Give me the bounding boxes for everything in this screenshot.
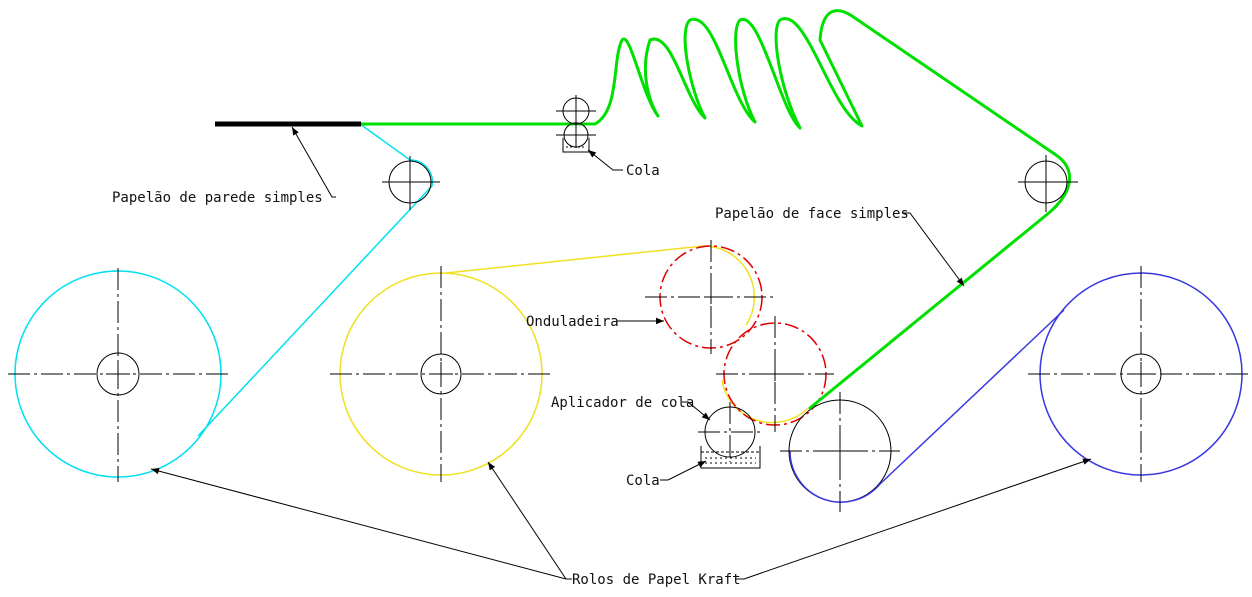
leader-glue-top bbox=[587, 149, 623, 171]
kraft-roll-cyan bbox=[8, 268, 228, 482]
leader-kraft-roll-cyan bbox=[150, 467, 572, 580]
kraft-roll-blue bbox=[1028, 266, 1252, 482]
label-single-wall-board: Papelão de parede simples bbox=[112, 190, 323, 206]
top-glue-rolls bbox=[556, 95, 596, 148]
glue-tray-top bbox=[562, 138, 590, 153]
blue-paper-web bbox=[879, 309, 1065, 485]
leader-glue-bottom bbox=[660, 460, 707, 481]
label-single-face-board: Papelão de face simples bbox=[715, 206, 909, 222]
idler-roll-right bbox=[1018, 155, 1078, 212]
leader-kraft-roll-yellow bbox=[487, 461, 567, 580]
kraft-roll-yellow bbox=[330, 266, 552, 482]
label-glue-bottom: Cola bbox=[626, 473, 660, 489]
leader-kraft-roll-blue bbox=[735, 458, 1092, 580]
corrugator-roll-lower bbox=[716, 316, 834, 432]
idler-roll-left bbox=[382, 156, 440, 210]
glue-applicator-roll bbox=[698, 402, 762, 462]
glue-tray-bottom bbox=[700, 446, 761, 469]
cyan-paper-web bbox=[197, 123, 434, 437]
label-corrugator: Onduladeira bbox=[526, 314, 619, 330]
leader-single-wall-board bbox=[291, 126, 336, 198]
label-glue-top: Cola bbox=[626, 163, 660, 179]
corrugator-roll-upper bbox=[645, 240, 777, 354]
yellow-paper-web bbox=[445, 245, 704, 274]
pressure-roll-blue bbox=[780, 392, 900, 512]
label-glue-applicator: Aplicador de cola bbox=[551, 395, 694, 411]
leader-single-face-board bbox=[903, 212, 965, 287]
label-kraft-rolls: Rolos de Papel Kraft bbox=[572, 572, 741, 588]
green-board-web bbox=[358, 9, 1072, 410]
leader-glue-applicator bbox=[682, 401, 711, 421]
